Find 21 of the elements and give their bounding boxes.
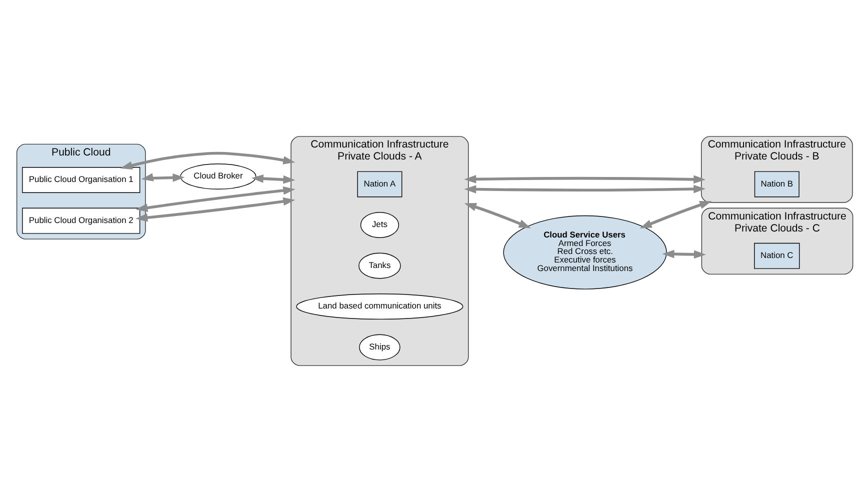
arrow — [464, 202, 531, 228]
arrow — [662, 249, 706, 258]
node-ellipse: Tanks — [358, 252, 401, 278]
node-ellipse: Cloud Broker — [180, 163, 256, 189]
node-box: Nation A — [357, 170, 402, 197]
arrow — [141, 172, 185, 182]
node-box: Nation B — [754, 170, 800, 197]
node-box: Public Cloud Organisation 1 — [22, 166, 140, 193]
arrow — [640, 200, 712, 228]
arrow — [136, 186, 296, 212]
arrow — [120, 151, 296, 169]
node-box: Nation C — [754, 242, 800, 268]
node-ellipse: Cloud Service Users Armed Forces Red Cross etc. Executive forces Governmental Institutions — [503, 214, 667, 289]
arrow — [251, 174, 296, 184]
node-ellipse: Land based communication units — [296, 293, 464, 320]
arrow — [464, 174, 706, 184]
arrow — [136, 196, 296, 222]
arrow — [464, 184, 706, 193]
node-ellipse: Ships — [359, 334, 400, 360]
node-box: Public Cloud Organisation 2 — [22, 207, 140, 234]
node-ellipse: Jets — [360, 212, 400, 238]
